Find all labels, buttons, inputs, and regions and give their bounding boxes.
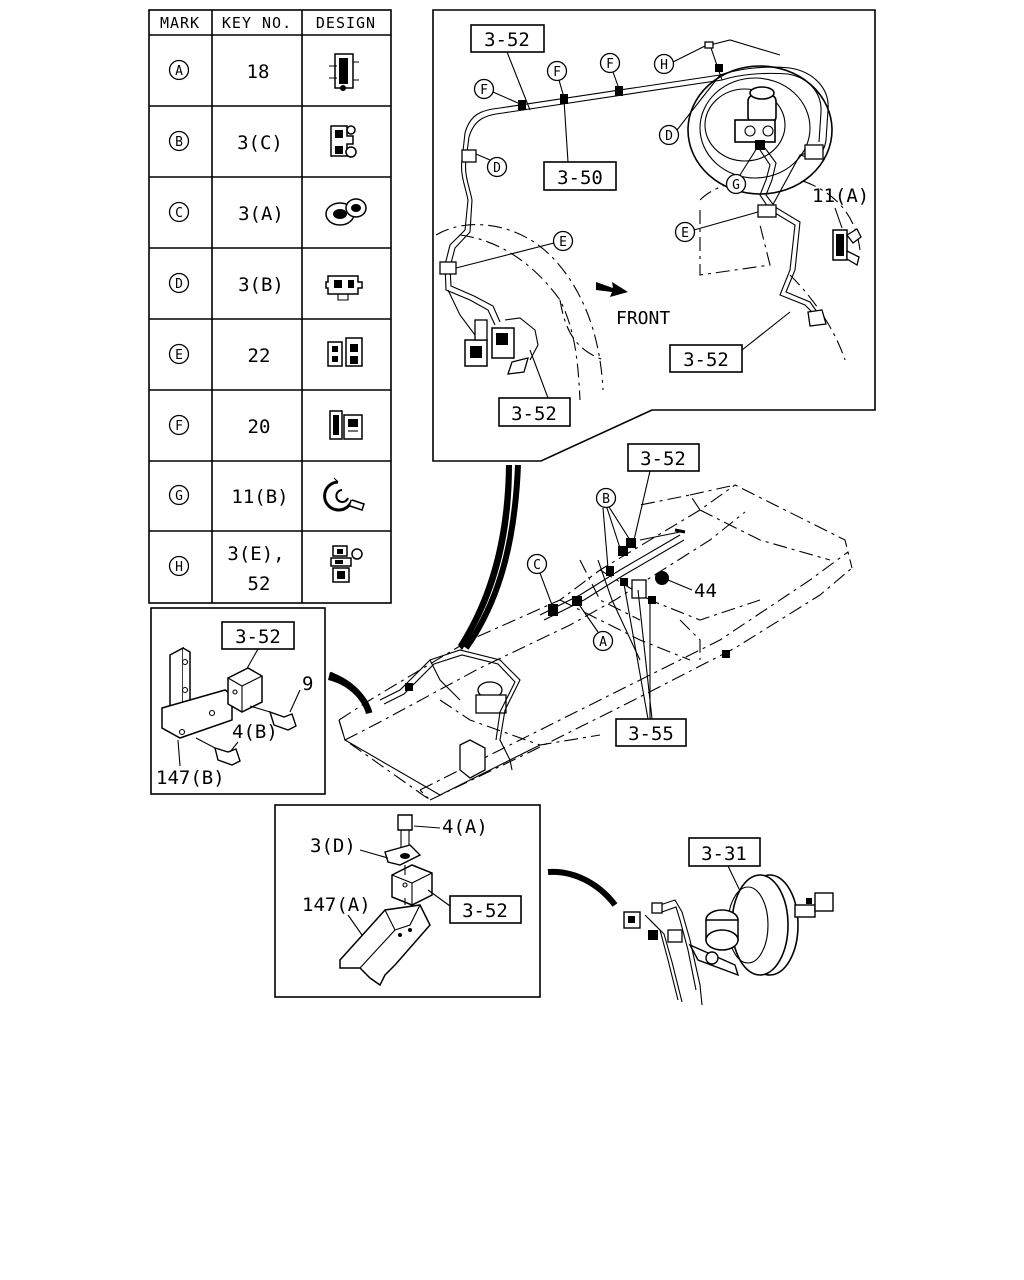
mark-f: F <box>606 57 614 72</box>
row-key-no: 3(B) <box>238 274 284 296</box>
mark-d: D <box>665 129 673 144</box>
row-mark: G <box>175 489 183 504</box>
clip-e-design-icon <box>327 337 363 367</box>
mark-f: F <box>553 65 561 80</box>
brake-hose-front-left <box>464 319 529 375</box>
ref-3-52-bottom-inset: 3-52 <box>462 900 508 922</box>
row-key-no-2: 52 <box>248 573 271 595</box>
parts-table: MARK KEY NO. DESIGN A 18 B 3(C) <box>148 9 392 604</box>
ref-3-50: 3-50 <box>557 167 603 189</box>
clip-c-design-icon <box>325 198 367 226</box>
row-key-no: 3(A) <box>238 203 284 225</box>
ref-3-31: 3-31 <box>701 843 747 865</box>
row-key-no: 22 <box>248 345 271 367</box>
row-key-no: 11(B) <box>231 486 288 508</box>
row-key-no: 18 <box>247 61 270 83</box>
part-147a-label: 147(A) <box>302 894 371 916</box>
clip-b-design-icon <box>330 125 357 158</box>
mark-e: E <box>559 235 567 250</box>
table-header-design: DESIGN <box>316 14 376 32</box>
mark-h: H <box>660 58 668 73</box>
mark-a: A <box>599 635 607 650</box>
table-row: D 3(B) <box>168 272 363 301</box>
part-147b-label: 147(B) <box>156 767 225 789</box>
front-arrow-icon <box>596 282 628 297</box>
brake-booster-detail: 3-31 <box>623 837 834 1006</box>
table-row: F 20 <box>168 410 363 440</box>
front-label: FRONT <box>616 308 670 329</box>
mark-f: F <box>480 83 488 98</box>
table-header-mark: MARK <box>160 14 200 32</box>
ref-3-52-bottom: 3-52 <box>511 403 557 425</box>
row-key-no: 20 <box>248 416 271 438</box>
part-11a-label: 11(A) <box>812 185 869 207</box>
ref-3-52-frame: 3-52 <box>640 448 686 470</box>
clip-f-design-icon <box>329 410 363 440</box>
inset-top-detail: FRONT 3-52 3-50 3-52 3-52 11(A) F F F H … <box>432 9 876 462</box>
row-mark: E <box>175 348 183 363</box>
mark-g: G <box>732 178 740 193</box>
clip-d-design-icon <box>325 275 363 301</box>
ref-3-52-top: 3-52 <box>484 29 530 51</box>
leader-arrow-bottom <box>547 868 618 907</box>
row-key-no: 3(C) <box>237 132 283 154</box>
clip-11a-icon <box>832 228 862 267</box>
leader-arrow-top <box>458 465 512 650</box>
table-row: B 3(C) <box>168 125 357 158</box>
table-row: A 18 <box>168 53 359 91</box>
ref-3-52-right: 3-52 <box>683 349 729 371</box>
row-key-no: 3(E), <box>227 543 284 565</box>
mark-d: D <box>493 161 501 176</box>
row-mark: H <box>175 560 183 575</box>
mark-c: C <box>533 558 541 573</box>
table-row: E 22 <box>168 337 363 367</box>
row-mark: C <box>175 206 183 221</box>
part-9-label: 9 <box>302 673 313 695</box>
ref-3-55: 3-55 <box>628 723 674 745</box>
part-44-label: 44 <box>694 580 717 602</box>
ref-3-52-left: 3-52 <box>235 626 281 648</box>
row-mark: A <box>175 64 183 79</box>
row-mark: B <box>175 135 183 150</box>
clip-g-design-icon <box>323 477 365 512</box>
clip-a-design-icon <box>329 53 359 91</box>
brake-pipe-3-50 <box>444 39 829 361</box>
clip-h-design-icon <box>330 545 363 583</box>
inset-left-detail: 3-52 9 4(B) 147(B) <box>150 607 373 795</box>
mark-b: B <box>602 492 610 507</box>
part-4b-label: 4(B) <box>232 721 278 743</box>
table-header-key-no: KEY NO. <box>222 14 292 32</box>
table-row: C 3(A) <box>168 198 367 226</box>
mark-e: E <box>681 226 689 241</box>
part-4a-label: 4(A) <box>442 816 488 838</box>
table-row: H 3(E), 52 <box>168 543 363 595</box>
row-mark: D <box>175 277 183 292</box>
part-3d-label: 3(D) <box>310 835 356 857</box>
table-row: G 11(B) <box>168 477 365 512</box>
chassis-frame <box>338 484 853 801</box>
row-mark: F <box>175 419 183 434</box>
inset-bottom-detail: 4(A) 3(D) 3-52 147(A) <box>274 804 541 998</box>
